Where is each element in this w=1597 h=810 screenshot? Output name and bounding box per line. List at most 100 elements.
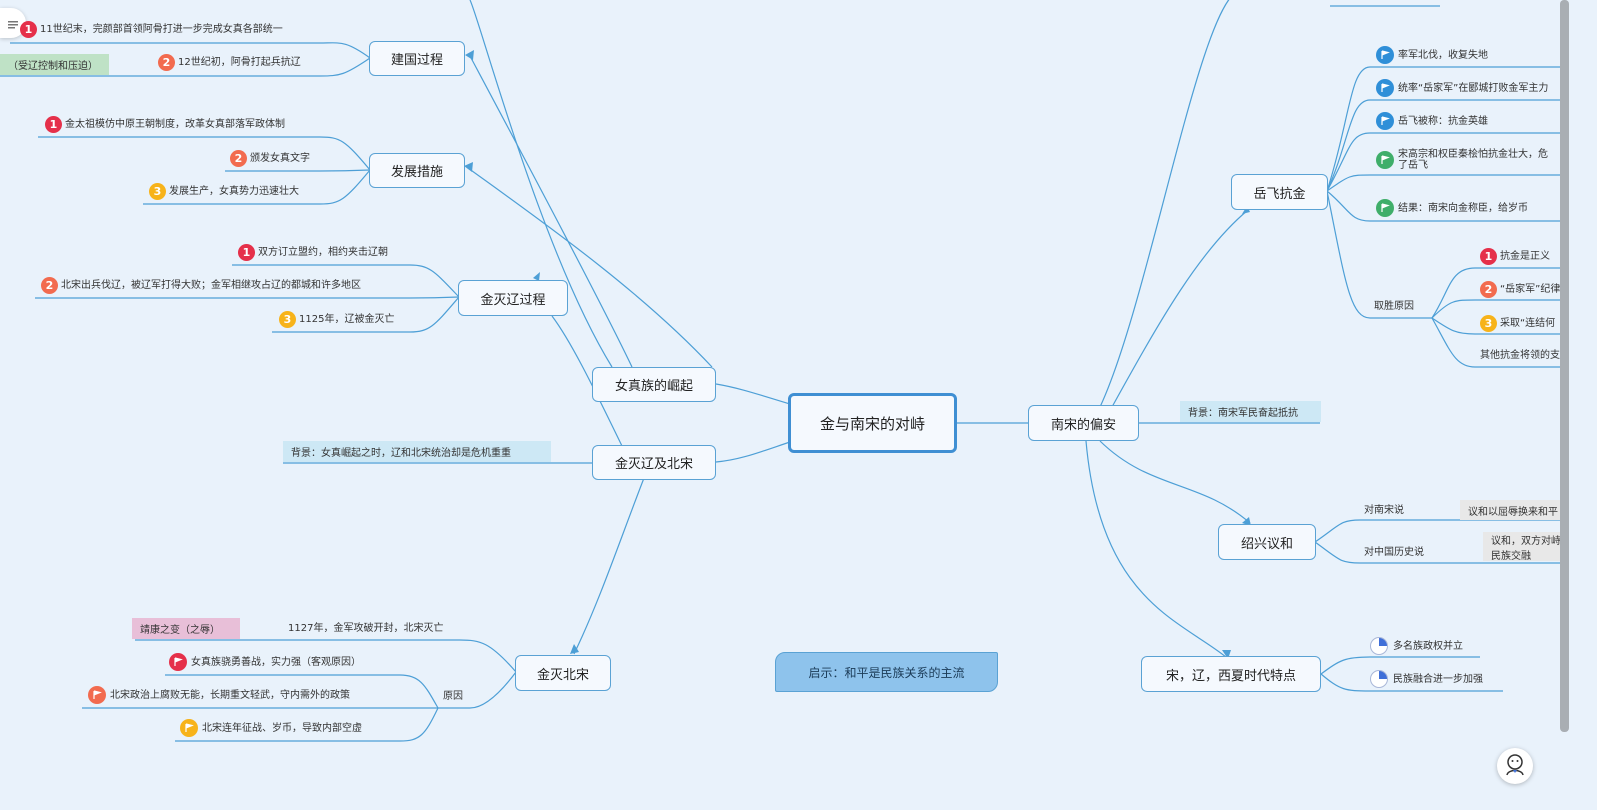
leaf-label: 其他抗金将领的支 (1480, 350, 1560, 361)
background-note[interactable]: 背景：女真崛起之时，辽和北宋统治却是危机重重 (283, 441, 551, 462)
number-2-icon: 2 (1480, 281, 1497, 298)
leaf-label: 12世纪初，阿骨打起兵抗辽 (178, 57, 301, 68)
list-item[interactable]: 取胜原因 (1374, 301, 1414, 312)
leaf-label: 北宋政治上腐败无能，长期重文轻武，守内需外的政策 (110, 689, 350, 701)
list-item[interactable]: 北宋政治上腐败无能，长期重文轻武，守内需外的政策 (88, 686, 350, 704)
insight-callout[interactable]: 启示：和平是民族关系的主流 (775, 652, 998, 692)
leaf-label: 1125年，辽被金灭亡 (299, 314, 395, 325)
topic-label: 岳飞抗金 (1253, 186, 1306, 202)
topic-label: 金灭辽过程 (480, 292, 546, 308)
flag-yellow-icon (180, 719, 198, 737)
list-item[interactable]: 其他抗金将领的支 (1480, 350, 1560, 361)
topic-label: 金灭北宋 (536, 667, 589, 683)
leaf-label: 了岳飞 (1398, 160, 1428, 171)
reason-label: 取胜原因 (1374, 301, 1414, 312)
list-item[interactable]: 宋高宗和权臣秦桧怕抗金壮大，危 了岳飞 (1376, 149, 1548, 171)
tag-label: 靖康之变（之辱） (140, 625, 220, 636)
flag-blue-icon (1376, 79, 1394, 97)
leaf-label: 对南宋说 (1364, 505, 1404, 516)
topic-jianguo[interactable]: 建国过程 (369, 41, 465, 76)
list-item[interactable]: 女真族骁勇善战，实力强（客观原因） (169, 653, 361, 671)
leaf-label: 颁发女真文字 (250, 153, 310, 164)
topic-yuefei[interactable]: 岳飞抗金 (1231, 174, 1328, 210)
list-item[interactable]: 2 北宋出兵伐辽，被辽军打得大败；金军相继攻占辽的都城和许多地区 (41, 277, 361, 294)
tag-label: （受辽控制和压迫） (8, 61, 98, 72)
list-item[interactable]: 对中国历史说 (1364, 547, 1424, 558)
list-item[interactable]: 岳飞被称：抗金英雄 (1376, 112, 1488, 130)
topic-miliao-beisong[interactable]: 金灭辽及北宋 (592, 445, 716, 480)
central-topic[interactable]: 金与南宋的对峙 (788, 393, 957, 453)
note-tag[interactable]: 议和，双方对峙 民族交融 (1483, 532, 1561, 562)
number-2-icon: 2 (230, 150, 247, 167)
note-tag[interactable]: 议和以屈辱换来和平 (1460, 500, 1560, 520)
reason-label: 原因 (443, 691, 463, 702)
background-note[interactable]: 背景：南宋军民奋起抵抗 (1180, 401, 1321, 422)
list-item[interactable]: 3 1125年，辽被金灭亡 (279, 311, 394, 328)
leaf-label: 女真族骁勇善战，实力强（客观原因） (191, 656, 361, 668)
leaf-label: 采取“连结何 (1500, 318, 1556, 329)
central-topic-label: 金与南宋的对峙 (819, 414, 925, 433)
list-item[interactable]: 率军北伐，收复失地 (1376, 46, 1488, 64)
list-item[interactable]: 2 颁发女真文字 (230, 150, 310, 167)
number-1-icon: 1 (45, 116, 62, 133)
list-item[interactable]: 统率“岳家军”在郾城打败金军主力 (1376, 79, 1548, 97)
number-3-icon: 3 (1480, 315, 1497, 332)
list-item[interactable]: 3 采取“连结何 (1480, 315, 1555, 332)
list-item[interactable]: 1127年，金军攻破开封，北宋灭亡 (288, 623, 443, 634)
number-3-icon: 3 (149, 183, 166, 200)
list-item[interactable]: 1 双方订立盟约，相约夹击辽朝 (238, 244, 388, 261)
menu-lines-icon (8, 14, 18, 33)
topic-mie-beisong[interactable]: 金灭北宋 (515, 655, 611, 691)
list-item[interactable]: 结果：南宋向金称臣，给岁币 (1376, 199, 1528, 217)
list-item[interactable]: 民族融合进一步加强 (1370, 670, 1483, 688)
topic-jueqi[interactable]: 女真族的崛起 (592, 367, 716, 402)
note-label: 议和以屈辱换来和平 (1468, 506, 1558, 518)
note-label: 民族交融 (1491, 550, 1531, 562)
list-item[interactable]: 1 抗金是正义 (1480, 248, 1550, 265)
assistant-button[interactable] (1497, 748, 1533, 784)
topic-miliao[interactable]: 金灭辽过程 (458, 280, 568, 316)
leaf-label: 北宋连年征战、岁币，导致内部空虚 (202, 722, 362, 734)
list-item[interactable]: 1 金太祖模仿中原王朝制度，改革女真部落军政体制 (45, 116, 285, 133)
note-label: 背景：女真崛起之时，辽和北宋统治却是危机重重 (291, 448, 511, 459)
list-item[interactable]: 1 11世纪末，完颜部首领阿骨打进一步完成女真各部统一 (20, 21, 283, 38)
topic-label: 南宋的偏安 (1050, 417, 1116, 433)
leaf-label: 统率“岳家军”在郾城打败金军主力 (1398, 82, 1549, 94)
list-item[interactable]: 2 “岳家军”纪律 (1480, 281, 1560, 298)
label-tag[interactable]: 靖康之变（之辱） (132, 618, 240, 639)
number-1-icon: 1 (238, 244, 255, 261)
leaf-label: 1127年，金军攻破开封，北宋灭亡 (288, 623, 444, 634)
leaf-label: 宋高宗和权臣秦桧怕抗金壮大，危 (1398, 149, 1548, 160)
list-item[interactable]: 对南宋说 (1364, 505, 1404, 516)
leaf-label: 多名族政权并立 (1393, 640, 1463, 652)
leaf-label: 11世纪末，完颜部首领阿骨打进一步完成女真各部统一 (40, 24, 283, 35)
topic-label: 金灭辽及北宋 (614, 457, 693, 472)
list-item[interactable]: 北宋连年征战、岁币，导致内部空虚 (180, 719, 362, 737)
topic-fazhan[interactable]: 发展措施 (369, 153, 465, 188)
flag-blue-icon (1376, 112, 1394, 130)
leaf-label: 金太祖模仿中原王朝制度，改革女真部落军政体制 (65, 119, 285, 130)
progress-pie-icon (1370, 637, 1388, 655)
list-item[interactable]: 2 12世纪初，阿骨打起兵抗辽 (158, 54, 301, 71)
list-item[interactable]: 多名族政权并立 (1370, 637, 1463, 655)
label-tag[interactable]: （受辽控制和压迫） (0, 54, 109, 75)
flag-green-icon (1376, 199, 1394, 217)
callout-label: 启示：和平是民族关系的主流 (808, 665, 965, 680)
progress-pie-icon (1370, 670, 1388, 688)
leaf-label: 对中国历史说 (1364, 547, 1424, 558)
topic-tedian[interactable]: 宋，辽，西夏时代特点 (1141, 656, 1321, 692)
number-1-icon: 1 (1480, 248, 1497, 265)
leaf-label: 北宋出兵伐辽，被辽军打得大败；金军相继攻占辽的都城和许多地区 (61, 280, 361, 291)
leaf-label: “岳家军”纪律 (1500, 284, 1561, 295)
vertical-scrollbar[interactable] (1560, 0, 1569, 732)
topic-shaoxing[interactable]: 绍兴议和 (1218, 524, 1316, 560)
topic-nansong[interactable]: 南宋的偏安 (1028, 405, 1139, 441)
number-1-icon: 1 (20, 21, 37, 38)
list-item[interactable]: 原因 (443, 691, 463, 702)
leaf-label: 率军北伐，收复失地 (1398, 49, 1488, 61)
leaf-label: 抗金是正义 (1500, 251, 1550, 262)
note-label: 议和，双方对峙 (1491, 535, 1561, 547)
list-item[interactable]: 3 发展生产，女真势力迅速壮大 (149, 183, 299, 200)
flag-orange-icon (88, 686, 106, 704)
